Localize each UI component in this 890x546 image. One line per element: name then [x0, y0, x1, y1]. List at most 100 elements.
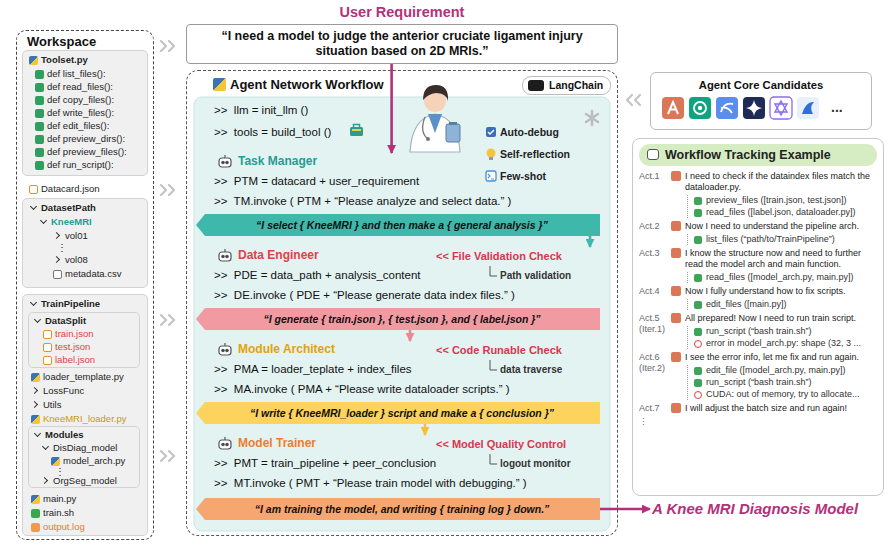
- robot-icon-part: [219, 252, 231, 261]
- model-logo-part: [668, 102, 678, 114]
- model-logo-part: [698, 106, 702, 110]
- tool-call: run_script (“bash train.sh”): [694, 377, 877, 388]
- node-text: run_script (“bash train.sh”): [706, 377, 812, 388]
- node-text: ⋮: [57, 242, 67, 254]
- model-logo-part: [716, 97, 738, 119]
- act-content: Now I need to understand the pipeline ar…: [685, 221, 877, 245]
- node-text: vol08: [53, 254, 88, 266]
- node-text: CUDA: out of memory, try to allocate...: [706, 389, 859, 400]
- node-text: A Knee MRI Diagnosis Model: [652, 500, 858, 518]
- connector-arrow: [589, 236, 592, 247]
- node-text: Act.5: [639, 313, 671, 324]
- node-text: >> PMA = loader_teplate + index_files: [214, 362, 412, 376]
- node-text: Module Architect: [238, 342, 335, 357]
- tracking-body: Act.1I need to check if the dataindex fi…: [639, 171, 877, 492]
- node-text: def preview_files():: [35, 146, 127, 158]
- tool-icon: [694, 274, 702, 282]
- node-text: DatasetPath: [29, 202, 96, 214]
- node-text: label.json: [43, 354, 95, 366]
- node-text: Act.6: [639, 352, 671, 363]
- model-logo-part: [770, 97, 792, 119]
- folder-box: DatasetPathKneeMRIvol01⋮vol08metadata.cs…: [22, 198, 148, 288]
- connector-arrow: [409, 330, 412, 341]
- node-text: Act.4: [639, 286, 671, 297]
- connector-arrow: [390, 64, 393, 153]
- node-text: I see the error info, let me fix and run…: [685, 352, 877, 363]
- robot-icon-part: [222, 161, 224, 163]
- model-logo-part: [743, 97, 765, 119]
- node-text: “I need a model to judge the anterior cr…: [197, 29, 607, 59]
- act-row: Act.2 Now I need to understand the pipeli…: [639, 221, 877, 245]
- label-text: >> tools = build_tool (): [214, 125, 331, 139]
- label-text: Auto-debug: [500, 126, 559, 139]
- node-text: >> MT.invoke ( PMT + “Please train model…: [214, 476, 527, 490]
- act-row: ⋮: [639, 417, 877, 428]
- node-text: KneeMRI: [39, 216, 92, 228]
- node-text: KneeMRI_loader.py: [31, 413, 126, 425]
- tool-calls: list_files (“path/to/TrainPipeline”): [687, 234, 877, 245]
- output-band: “I write { KneeMRI_loader } script and m…: [196, 402, 600, 424]
- label-text: << File Validation Check: [436, 250, 562, 263]
- node-text: output.log: [31, 521, 85, 533]
- node-text: Data Engineer: [238, 248, 319, 263]
- node-text: def run_script():: [35, 159, 114, 171]
- tool-icon: [694, 379, 702, 387]
- tool-call: read_files ([model_arch.py, main.py]): [694, 272, 877, 283]
- node-text: Act.2: [639, 221, 671, 232]
- robot-icon-part: [226, 443, 228, 445]
- node-text: train.sh: [31, 507, 74, 519]
- node-text: >> TM.invoke ( PTM + “Please analyze and…: [214, 194, 511, 208]
- act-row: Act.6(Iter.2)I see the error info, let m…: [639, 352, 877, 400]
- node-text: ⋮: [639, 417, 671, 428]
- tool-icon: [694, 367, 702, 375]
- label-text: << Model Quality Control: [436, 438, 566, 451]
- workspace-panel: Toolset.pydef list_files():def read_file…: [16, 30, 154, 540]
- node-text: I need to check if the dataindex files m…: [685, 171, 877, 193]
- feature-icon-part: [486, 127, 496, 137]
- chevron-symbol-part: [161, 185, 174, 195]
- model-logo-part: [746, 100, 762, 116]
- model-icon: [671, 313, 681, 323]
- act-content: All prepared! Now I need to run train sc…: [685, 313, 877, 349]
- workflow-inner-panel: [194, 97, 610, 531]
- doctor-figure-part: [426, 137, 430, 141]
- node-text: read_files ([model_arch.py, main.py]): [706, 272, 853, 283]
- node-text: Workspace: [27, 34, 96, 49]
- model-logo-part: [689, 97, 711, 119]
- doctor-figure-part: [423, 85, 448, 101]
- model-icon: [671, 221, 681, 231]
- tool-icon: [694, 301, 702, 309]
- node-text: Workflow Tracking Example: [639, 144, 877, 166]
- act-column: Act.3: [639, 248, 671, 259]
- label-text: >> llm = init_llm (): [214, 103, 308, 117]
- toolbox-icon-part: [354, 125, 360, 128]
- act-column: Act.4: [639, 286, 671, 297]
- band-shape: [196, 308, 600, 330]
- node-text: ...: [831, 100, 843, 114]
- node-text: Model Trainer: [238, 436, 316, 451]
- robot-icon-part: [219, 346, 231, 355]
- label-text: << Code Runable Check: [436, 344, 562, 357]
- model-logo-part: [775, 101, 787, 115]
- tool-calls: preview_files ([train.json, test.json])r…: [687, 195, 877, 218]
- tool-call: preview_files ([train.json, test.json]): [694, 195, 877, 206]
- robot-icon-part: [222, 349, 224, 351]
- band-shape: [196, 402, 600, 424]
- node-text: LangChain: [528, 78, 603, 93]
- node-text: Agent Network Workflow: [213, 77, 384, 93]
- band-shape: [196, 214, 600, 236]
- chevron-symbol-part: [161, 41, 174, 51]
- node-text: error in model_arch.py: shape (32, 3 ...: [706, 338, 861, 349]
- connector-arrow: [600, 508, 650, 511]
- model-logo-part: [743, 97, 765, 119]
- model-logo-part: [716, 97, 738, 119]
- folder-box: ModulesDisDiag_modelmodel_arch.py⋮OrgSeg…: [28, 426, 140, 488]
- framework-badge: LangChain: [522, 76, 611, 95]
- node-text: “I write { KneeMRI_loader } script and m…: [196, 402, 600, 424]
- tool-calls: run_script (“bash train.sh”)error in mod…: [687, 326, 877, 349]
- output-band: “I generate { train.json }, { test.json …: [196, 308, 600, 330]
- check-leader-part: [490, 266, 497, 276]
- model-logo-part: [662, 97, 684, 119]
- robot-icon-part: [226, 255, 228, 257]
- node-text: LossFunc: [31, 385, 84, 397]
